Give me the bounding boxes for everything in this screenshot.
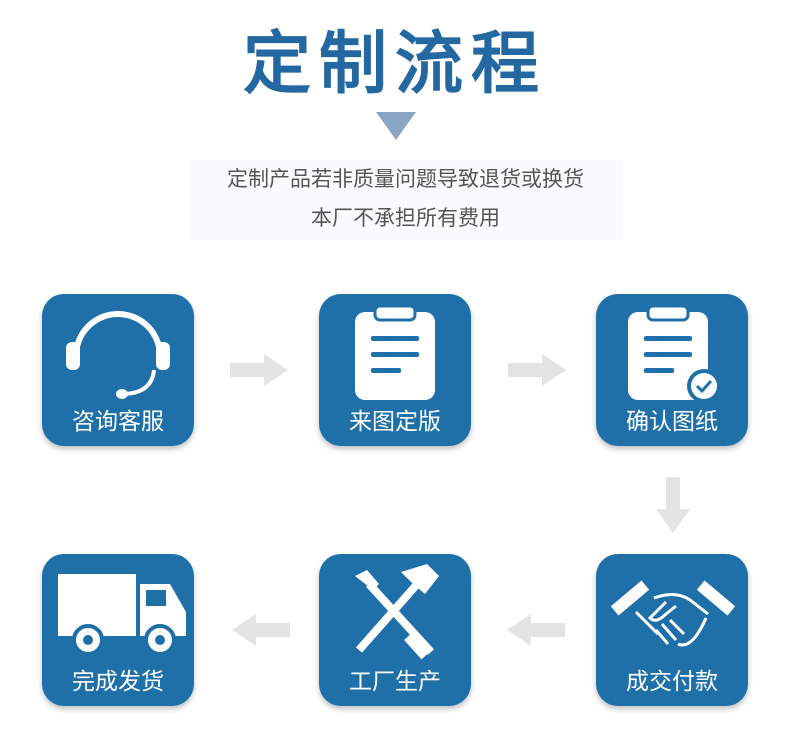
step-label: 完成发货 <box>72 669 164 695</box>
step-label: 咨询客服 <box>72 409 164 435</box>
truck-icon <box>58 574 186 656</box>
arrow-right-icon <box>230 354 288 386</box>
step-production: 工厂生产 <box>319 554 471 706</box>
arrow-down-icon <box>656 477 690 533</box>
step-label: 成交付款 <box>626 669 718 695</box>
step-consult: 咨询客服 <box>42 294 194 446</box>
arrow-left-icon <box>507 614 565 646</box>
step-payment: 成交付款 <box>596 554 748 706</box>
step-drawing: 来图定版 <box>319 294 471 446</box>
headset-icon <box>66 311 170 399</box>
clipboard-check-icon <box>628 304 721 403</box>
arrow-right-icon <box>508 354 566 386</box>
notice-line-1: 定制产品若非质量问题导致退货或换货 <box>227 167 584 191</box>
tools-icon <box>355 564 439 660</box>
step-label: 工厂生产 <box>349 669 441 695</box>
handshake-icon <box>610 580 736 647</box>
notice-line-2: 本厂不承担所有费用 <box>311 206 500 230</box>
notice-box: 定制产品若非质量问题导致退货或换货 本厂不承担所有费用 <box>189 160 622 240</box>
down-triangle-icon <box>376 112 416 140</box>
step-label: 来图定版 <box>349 409 441 435</box>
step-shipping: 完成发货 <box>42 554 194 706</box>
arrow-left-icon <box>232 614 290 646</box>
step-label: 确认图纸 <box>626 409 718 435</box>
step-confirm: 确认图纸 <box>596 294 748 446</box>
clipboard-icon <box>355 304 435 400</box>
page-title: 定制流程 <box>242 25 547 104</box>
